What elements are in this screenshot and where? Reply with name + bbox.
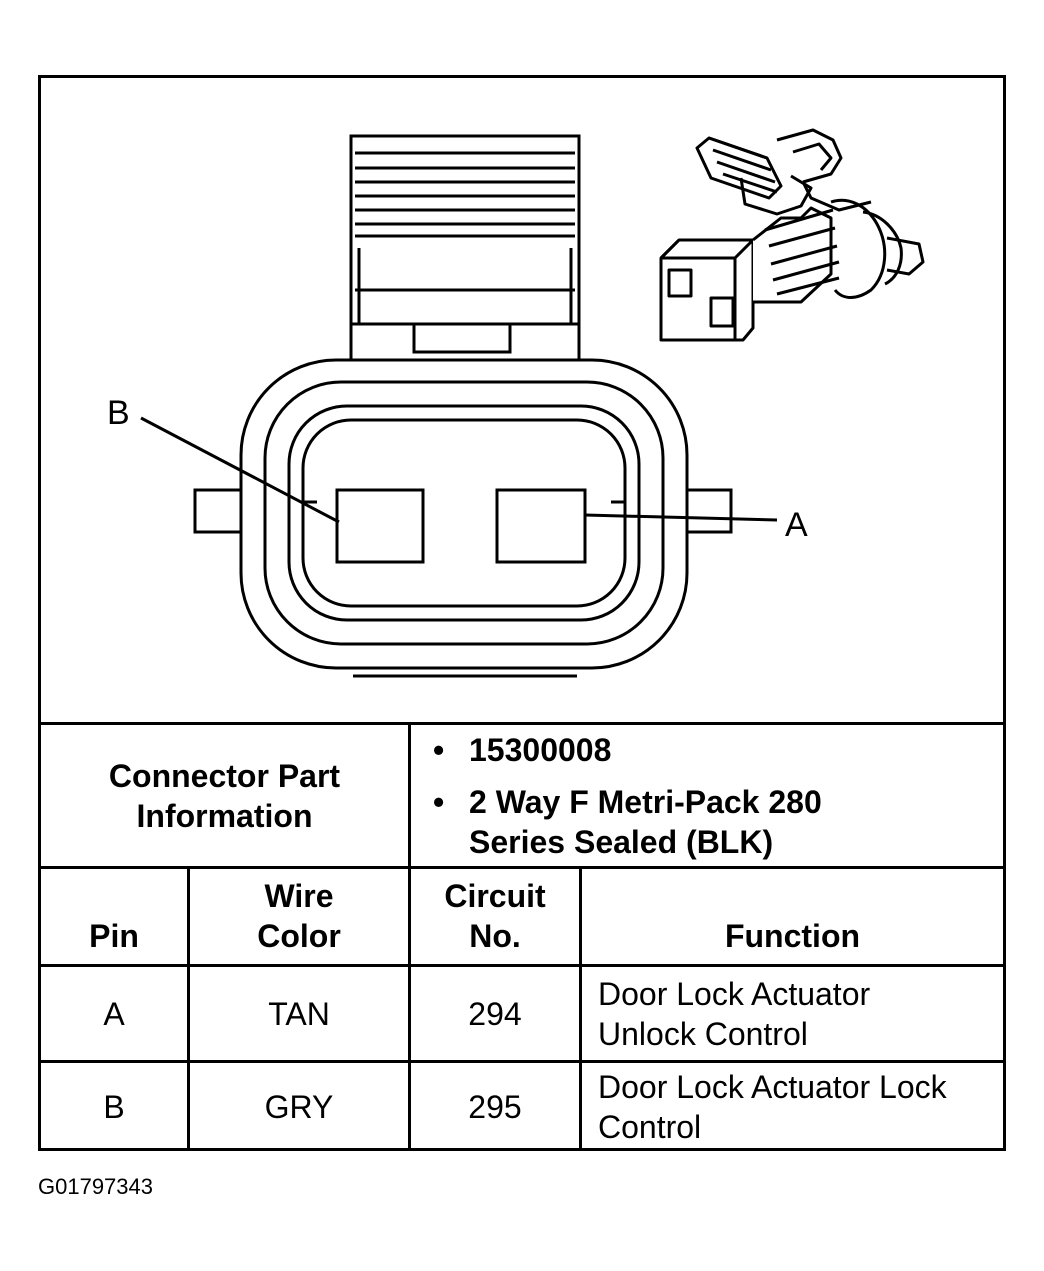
row-a-function: Door Lock Actuator Unlock Control xyxy=(598,975,871,1052)
header-pin: Pin xyxy=(89,918,139,954)
row-a-circuit: 294 xyxy=(468,995,522,1032)
part-info-label: Connector Part Information xyxy=(108,757,341,834)
part-info-label-cell: Connector Part Information xyxy=(41,725,408,866)
part-info-bottom-rule xyxy=(41,866,1003,869)
connector-illustration: B A xyxy=(41,78,1003,722)
header-bottom-rule xyxy=(41,964,1003,967)
column-rule-pin xyxy=(187,866,190,1148)
leader-line-b xyxy=(140,416,340,524)
figure-id: G01797343 xyxy=(38,1174,153,1199)
part-info-value-cell: •15300008 •2 Way F Metri-Pack 280 Series… xyxy=(411,725,1003,866)
callout-b: B xyxy=(107,394,130,432)
part-number: •15300008 xyxy=(433,731,612,768)
row-a-bottom-rule xyxy=(41,1060,1003,1063)
part-description: •2 Way F Metri-Pack 280 Series Sealed (B… xyxy=(433,783,822,860)
table-top-rule xyxy=(41,722,1003,725)
connector-lock-tab xyxy=(349,134,581,364)
leader-line-a xyxy=(584,513,778,522)
column-rule-circuit xyxy=(579,866,582,1148)
header-wire-color: Wire Color xyxy=(257,878,341,954)
row-b-wire-color: GRY xyxy=(264,1089,334,1125)
row-a-wire-color: TAN xyxy=(268,995,330,1032)
connector-body xyxy=(193,358,733,678)
terminal-cavity-a xyxy=(495,488,587,564)
row-b-function: Door Lock Actuator Lock Control xyxy=(598,1069,947,1145)
row-b-circuit: 295 xyxy=(468,1089,522,1125)
connector-isometric-view xyxy=(659,128,925,342)
header-circuit-no: Circuit No. xyxy=(444,878,546,954)
row-b-pin: B xyxy=(103,1089,125,1125)
header-function: Function xyxy=(724,918,861,954)
column-rule-1 xyxy=(408,722,411,1148)
terminal-cavity-b xyxy=(335,488,425,564)
callout-a: A xyxy=(785,506,808,544)
part-info-list: •15300008 •2 Way F Metri-Pack 280 Series… xyxy=(411,730,899,862)
row-a-pin: A xyxy=(103,995,125,1032)
diagram-frame: B A Connector Part Information •15300008… xyxy=(38,75,1006,1151)
